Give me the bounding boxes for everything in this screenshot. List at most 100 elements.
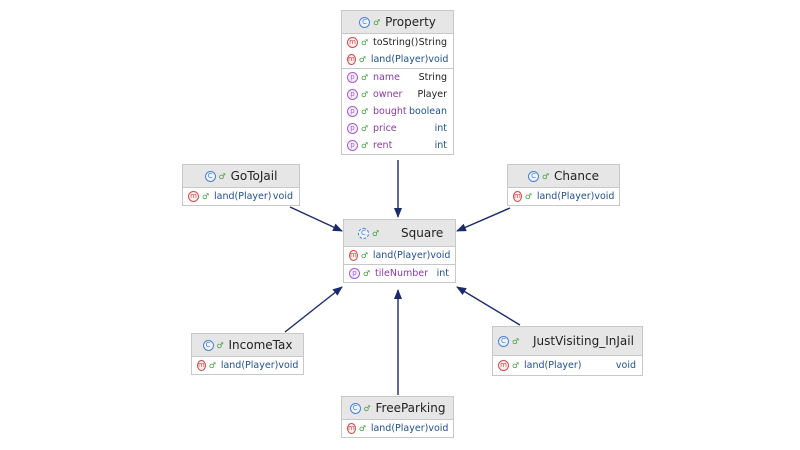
public-visibility-icon: ♂ bbox=[361, 90, 369, 99]
method-icon: m bbox=[347, 423, 356, 434]
method-icon: m bbox=[498, 360, 509, 371]
public-visibility-icon: ♂ bbox=[372, 228, 380, 238]
public-visibility-icon: ♂ bbox=[208, 361, 216, 370]
public-visibility-icon: ♂ bbox=[524, 192, 532, 201]
method-row[interactable]: m ♂ land(Player) void bbox=[192, 357, 303, 374]
property-type: Player bbox=[417, 89, 447, 100]
property-row[interactable]: p ♂ name String bbox=[342, 69, 453, 86]
arrow-justvisiting-to-square bbox=[456, 286, 521, 326]
class-icon: C bbox=[528, 170, 540, 182]
class-name: Square bbox=[401, 226, 444, 240]
arrow-chance-to-square bbox=[456, 207, 511, 232]
method-type: String bbox=[418, 37, 447, 48]
method-name: land(Player) bbox=[370, 54, 429, 65]
class-justvisiting-injail[interactable]: C ♂ JustVisiting_InJail m ♂ land(Player)… bbox=[492, 326, 643, 376]
method-name: land(Player) bbox=[214, 191, 272, 202]
class-square[interactable]: C ♂ Square m ♂ land(Player) void p ♂ til… bbox=[343, 219, 456, 283]
arrow-incometax-to-square bbox=[284, 286, 343, 333]
class-icon: C bbox=[359, 16, 371, 28]
property-name: bought bbox=[373, 106, 407, 117]
method-name: land(Player) bbox=[220, 360, 279, 371]
public-visibility-icon: ♂ bbox=[361, 124, 369, 133]
method-icon: m bbox=[513, 191, 522, 202]
public-visibility-icon: ♂ bbox=[361, 73, 369, 82]
class-freeparking[interactable]: C ♂ FreeParking m ♂ land(Player) void bbox=[341, 396, 454, 438]
public-visibility-icon: ♂ bbox=[363, 403, 371, 413]
class-header: C ♂ Chance bbox=[508, 165, 619, 188]
method-icon: m bbox=[197, 360, 206, 371]
property-row[interactable]: p ♂ price int bbox=[342, 120, 453, 137]
property-type: int bbox=[434, 123, 447, 134]
class-name: Chance bbox=[554, 169, 599, 183]
method-icon: m bbox=[347, 54, 356, 65]
property-icon: p bbox=[347, 106, 358, 117]
class-chance[interactable]: C ♂ Chance m ♂ land(Player) void bbox=[507, 164, 620, 206]
class-header: C ♂ JustVisiting_InJail bbox=[493, 327, 642, 356]
method-row[interactable]: m ♂ land(Player) void bbox=[508, 188, 619, 205]
property-type: boolean bbox=[409, 106, 447, 117]
abstract-class-icon: C bbox=[358, 227, 369, 239]
property-name: rent bbox=[373, 140, 393, 151]
class-header: C ♂ Property bbox=[342, 11, 453, 34]
class-icon: C bbox=[202, 339, 214, 351]
method-row[interactable]: m ♂ land(Player) void bbox=[342, 420, 453, 437]
property-type: int bbox=[436, 268, 449, 279]
public-visibility-icon: ♂ bbox=[358, 55, 366, 64]
method-row[interactable]: m ♂ land(Player) void bbox=[493, 356, 642, 375]
public-visibility-icon: ♂ bbox=[361, 141, 369, 150]
method-row[interactable]: m ♂ land(Player) void bbox=[344, 247, 455, 264]
property-type: String bbox=[418, 72, 447, 83]
public-visibility-icon: ♂ bbox=[363, 269, 371, 278]
property-row[interactable]: p ♂ bought boolean bbox=[342, 103, 453, 120]
method-name: land(Player) bbox=[524, 360, 582, 371]
public-visibility-icon: ♂ bbox=[512, 336, 520, 346]
method-icon: m bbox=[188, 191, 199, 202]
method-name: land(Player) bbox=[536, 191, 595, 202]
public-visibility-icon: ♂ bbox=[512, 361, 520, 370]
method-name: land(Player) bbox=[372, 250, 431, 261]
public-visibility-icon: ♂ bbox=[202, 192, 210, 201]
property-name: owner bbox=[373, 89, 403, 100]
method-row[interactable]: m ♂ toString() String bbox=[342, 34, 453, 51]
class-name: IncomeTax bbox=[228, 338, 293, 352]
class-name: GoToJail bbox=[230, 169, 278, 183]
property-name: tileNumber bbox=[375, 268, 429, 279]
method-row[interactable]: m ♂ land(Player) void bbox=[342, 51, 453, 68]
property-type: int bbox=[434, 140, 447, 151]
method-row[interactable]: m ♂ land(Player) void bbox=[183, 188, 299, 205]
property-row[interactable]: p ♂ rent int bbox=[342, 137, 453, 154]
method-icon: m bbox=[347, 37, 358, 48]
class-icon: C bbox=[498, 335, 509, 347]
class-incometax[interactable]: C ♂ IncomeTax m ♂ land(Player) void bbox=[191, 333, 304, 375]
class-gotojail[interactable]: C ♂ GoToJail m ♂ land(Player) void bbox=[182, 164, 300, 206]
property-icon: p bbox=[347, 123, 358, 134]
method-icon: m bbox=[349, 250, 358, 261]
property-name: name bbox=[373, 72, 400, 83]
public-visibility-icon: ♂ bbox=[358, 424, 366, 433]
method-type: void bbox=[430, 250, 451, 261]
class-property[interactable]: C ♂ Property m ♂ toString() String m ♂ l… bbox=[341, 10, 454, 155]
public-visibility-icon: ♂ bbox=[216, 340, 224, 350]
property-icon: p bbox=[349, 268, 360, 279]
public-visibility-icon: ♂ bbox=[218, 171, 226, 181]
class-icon: C bbox=[349, 402, 361, 414]
public-visibility-icon: ♂ bbox=[361, 38, 369, 47]
method-name: land(Player) bbox=[370, 423, 429, 434]
public-visibility-icon: ♂ bbox=[360, 251, 368, 260]
class-header: C ♂ FreeParking bbox=[342, 397, 453, 420]
property-icon: p bbox=[347, 72, 358, 83]
class-icon: C bbox=[204, 170, 216, 182]
class-header: C ♂ Square bbox=[344, 220, 455, 247]
property-icon: p bbox=[347, 89, 358, 100]
method-name: toString() bbox=[373, 37, 419, 48]
class-header: C ♂ GoToJail bbox=[183, 165, 299, 188]
method-type: void bbox=[272, 191, 293, 202]
property-row[interactable]: p ♂ tileNumber int bbox=[344, 265, 455, 282]
method-type: void bbox=[278, 360, 299, 371]
public-visibility-icon: ♂ bbox=[542, 171, 550, 181]
class-name: JustVisiting_InJail bbox=[533, 334, 634, 348]
section-divider bbox=[344, 264, 455, 265]
public-visibility-icon: ♂ bbox=[373, 17, 381, 27]
property-row[interactable]: p ♂ owner Player bbox=[342, 86, 453, 103]
method-type: void bbox=[428, 54, 449, 65]
